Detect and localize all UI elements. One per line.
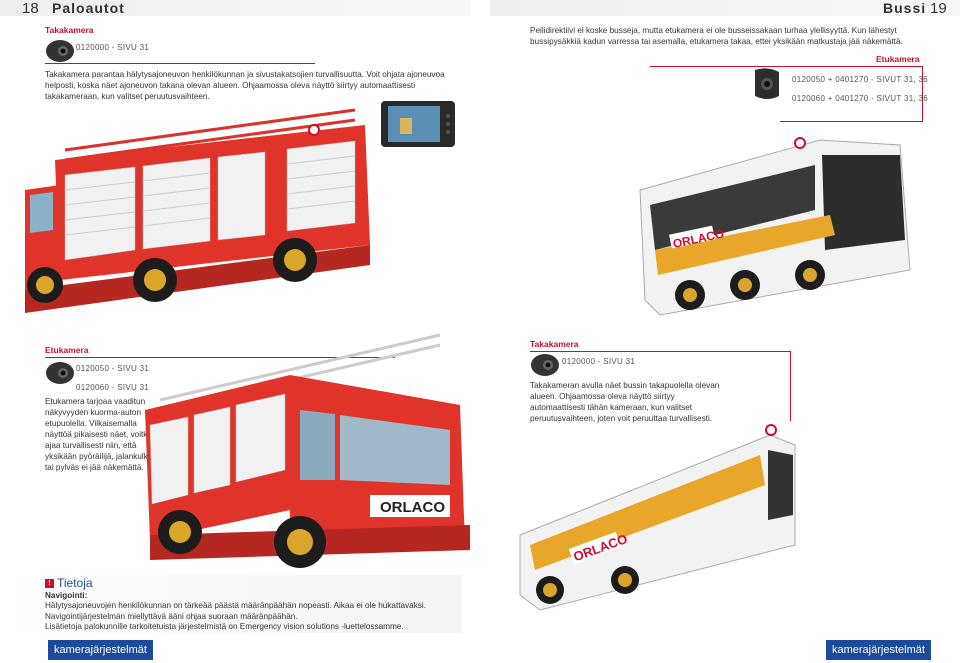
bottom-right-rule-vertical	[790, 351, 791, 421]
footer-right-badge: kamerajärjestelmät	[826, 640, 931, 660]
info-box	[0, 575, 462, 633]
fire-truck-top-image	[25, 108, 370, 313]
left-header-band	[0, 0, 470, 16]
rear-camera-icon	[46, 40, 74, 62]
info-title: Tietoja	[57, 576, 93, 590]
bottom-right-code: 0120000 - SIVU 31	[562, 357, 636, 366]
top-left-heading: Takakamera	[45, 25, 94, 35]
bus-bottom-image: ORLACO	[519, 434, 796, 611]
right-page-number: 19	[930, 0, 947, 17]
top-left-rule	[45, 63, 315, 64]
left-page-number: 18	[22, 0, 39, 17]
top-right-heading: Etukamera	[876, 54, 920, 64]
rear-camera-marker-bus	[765, 424, 777, 436]
front-camera-marker	[794, 137, 806, 149]
info-line-2: Lisätietoja palokunnille tarkoitetuista …	[45, 622, 404, 631]
rear-camera-marker	[308, 124, 320, 136]
left-page-title: Paloautot	[52, 0, 125, 16]
bus-top-image: ORLACO	[639, 139, 911, 316]
top-right-text: Peilidirektiivi ei koske busseja, mutta …	[530, 26, 903, 46]
top-right-rule	[650, 66, 922, 67]
bottom-left-heading: Etukamera	[45, 345, 89, 355]
right-header-band	[490, 0, 960, 16]
bottom-right-rule	[530, 351, 790, 352]
top-right-code-2: 0120060 + 0401270 - SIVUT 31, 36	[792, 94, 928, 103]
rear-camera-icon	[531, 354, 559, 376]
info-icon: !	[45, 579, 54, 588]
bottom-right-text: Takakameran avulla näet bussin takapuole…	[530, 381, 720, 423]
bottom-right-heading: Takakamera	[530, 339, 579, 349]
top-left-code: 0120000 - SIVU 31	[76, 43, 150, 52]
top-right-rule-vertical	[922, 66, 923, 122]
top-right-rule-bottom	[780, 121, 922, 122]
bottom-left-rule	[45, 357, 395, 358]
right-page-title: Bussi	[883, 0, 927, 16]
top-left-text: Takakamera parantaa hälytysajoneuvon hen…	[45, 70, 445, 101]
fire-truck-logo: ORLACO	[380, 499, 445, 516]
fire-truck-bottom-image: ORLACO	[145, 333, 470, 568]
monitor-icon	[381, 101, 455, 147]
front-camera-icon	[46, 362, 74, 384]
top-right-code-1: 0120050 + 0401270 - SIVUT 31, 36	[792, 75, 928, 84]
bottom-left-code-1: 0120050 - SIVU 31	[76, 364, 150, 373]
info-subtitle: Navigointi:	[45, 591, 88, 600]
info-line-1: Hälytysajoneuvojen henkilökunnan on tärk…	[45, 601, 426, 621]
bottom-left-code-2: 0120060 - SIVU 31	[76, 383, 150, 392]
footer-left-badge: kamerajärjestelmät	[48, 640, 153, 660]
bottom-left-text: Etukamera tarjoaa vaaditun näkyvyyden ku…	[45, 397, 157, 472]
front-camera-icon	[755, 68, 779, 99]
